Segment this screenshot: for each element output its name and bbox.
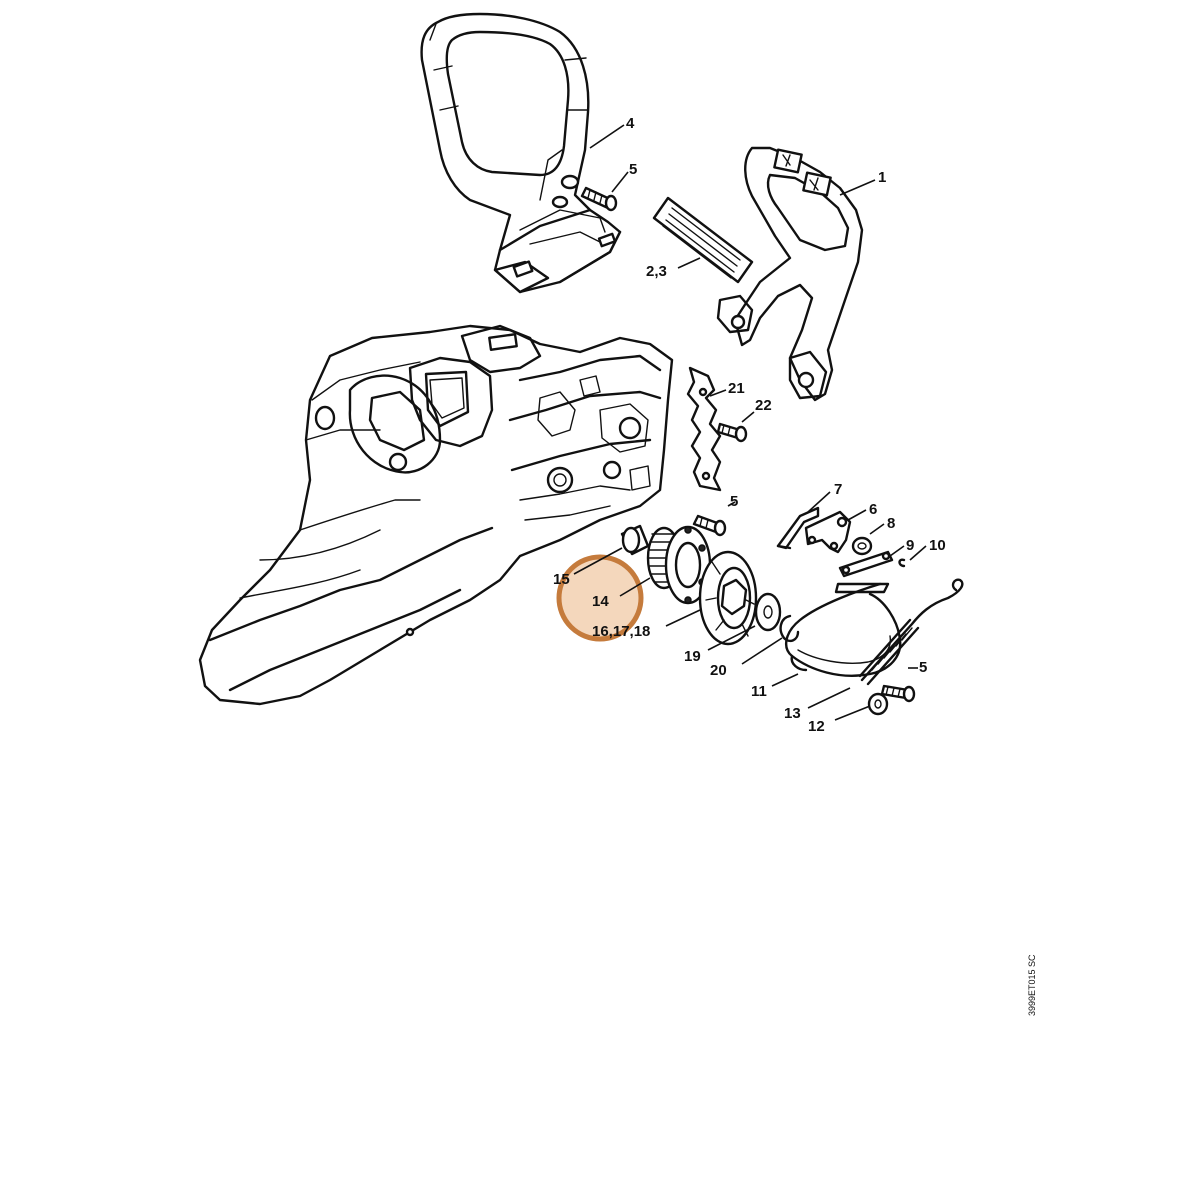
eclip-part-20[interactable]	[779, 614, 800, 643]
lever-part-7[interactable]	[776, 506, 820, 550]
brake-band-part-11[interactable]	[784, 582, 902, 677]
callout-22[interactable]: 22	[755, 397, 772, 414]
callout-19[interactable]: 19	[684, 648, 701, 665]
washer-part-12[interactable]	[867, 692, 889, 716]
callout-15[interactable]: 15	[553, 571, 570, 588]
callout-16-17-18[interactable]: 16,17,18	[592, 623, 650, 640]
callout-14[interactable]: 14	[592, 593, 609, 610]
callout-12[interactable]: 12	[808, 718, 825, 735]
callout-4[interactable]: 4	[626, 115, 635, 132]
screw-part-5-lower[interactable]	[880, 684, 916, 703]
callout-5-lower[interactable]: 5	[919, 659, 927, 676]
callout-9[interactable]: 9	[906, 537, 914, 554]
bell-crank-part-6[interactable]	[804, 510, 852, 554]
screw-part-22[interactable]	[716, 422, 748, 443]
bushing-part-8[interactable]	[851, 536, 873, 556]
callout-20[interactable]: 20	[710, 662, 727, 679]
screw-part-5-upper[interactable]	[580, 186, 618, 212]
callout-labels: 1 2,3 4 5 5 5 6 7 8 9 10 11 12 13 14 15 …	[553, 115, 946, 735]
plate-part-2-3[interactable]	[652, 196, 754, 284]
clutch-part-16-17-18[interactable]	[698, 550, 758, 646]
hand-guard-part[interactable]	[716, 146, 864, 402]
callout-13[interactable]: 13	[784, 705, 801, 722]
callout-21[interactable]: 21	[728, 380, 745, 397]
callout-6[interactable]: 6	[869, 501, 877, 518]
callout-1[interactable]: 1	[878, 169, 886, 186]
callout-5-upper[interactable]: 5	[629, 161, 637, 178]
engine-housing[interactable]	[198, 324, 674, 706]
callout-8[interactable]: 8	[887, 515, 895, 532]
washer-part-19[interactable]	[754, 592, 782, 632]
bearing-part-15[interactable]	[620, 524, 650, 556]
callout-5-middle[interactable]: 5	[730, 493, 738, 510]
spike-bumper-part-21[interactable]	[686, 366, 722, 492]
callout-10[interactable]: 10	[929, 537, 946, 554]
rear-handle-part[interactable]	[420, 12, 622, 294]
highlight-circle	[556, 554, 644, 642]
leader-lines	[573, 124, 927, 721]
drawing-code: 3999ET015 SC	[1027, 954, 1037, 1016]
callout-7[interactable]: 7	[834, 481, 842, 498]
link-part-9[interactable]	[838, 550, 894, 578]
spring-drum-part-14[interactable]	[646, 525, 712, 605]
spring-part-13[interactable]	[858, 578, 964, 686]
clip-part-10[interactable]	[898, 558, 906, 568]
screw-part-5-middle[interactable]	[692, 514, 727, 537]
callout-2-3[interactable]: 2,3	[646, 263, 667, 280]
callout-11[interactable]: 11	[751, 683, 767, 700]
